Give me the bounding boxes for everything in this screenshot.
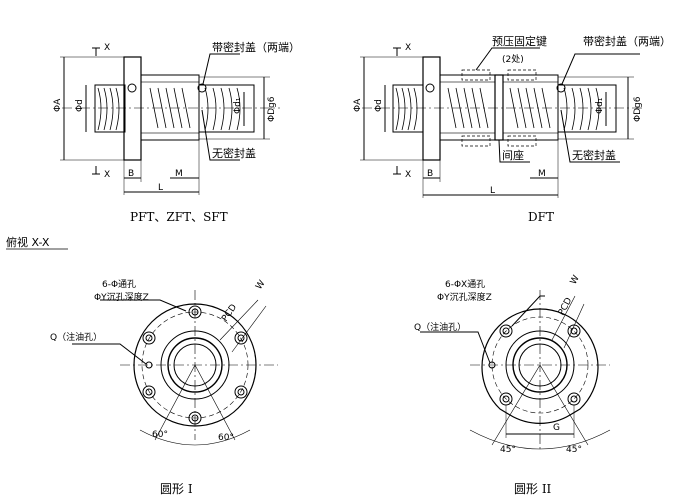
- dim-phid1: Φd₁: [233, 97, 243, 114]
- single-nut-drawing: [60, 47, 280, 195]
- caption-double-nut: DFT: [528, 210, 554, 224]
- section-x-top-dft: X: [405, 43, 411, 53]
- dim-B-dft: B: [427, 169, 433, 179]
- angle-right-label: 60°: [218, 433, 234, 443]
- no-seal-label-dft: 无密封盖: [572, 148, 616, 162]
- dim-G-label: G: [553, 423, 560, 433]
- seal-both-label: 带密封盖（两端）: [212, 40, 300, 54]
- dim-phiDg6: ΦDg6: [267, 96, 277, 122]
- holes-label-2-line1: 6-ΦX通孔: [445, 279, 485, 290]
- dim-phiA: ΦA: [53, 98, 63, 112]
- dim-L-dft: L: [490, 186, 495, 196]
- dim-phid-dft: Φd: [374, 99, 384, 112]
- bolt-holes-1: [142, 305, 248, 425]
- nut-thread-hatch: [149, 87, 191, 129]
- angle-left-label: 60°: [152, 430, 168, 440]
- flange-type-1-drawing: [72, 290, 278, 446]
- double-nut-drawing: [360, 47, 645, 198]
- section-x-top: X: [104, 43, 110, 53]
- w-label: W: [254, 279, 267, 292]
- pcd-label-2: PCD: [557, 296, 575, 317]
- no-seal-label: 无密封盖: [212, 146, 256, 160]
- angle-right-label-2: 45°: [566, 445, 582, 455]
- section-x-bottom-dft: X: [405, 170, 411, 180]
- oil-hole-label: Q（注油孔）: [50, 331, 102, 343]
- spacer-label: 间座: [502, 148, 524, 162]
- view-title: 俯视 X-X: [6, 235, 50, 249]
- dim-phid: Φd: [75, 99, 85, 112]
- seal-both-label-dft: 带密封盖（两端）: [583, 34, 671, 48]
- dim-phiA-dft: ΦA: [353, 98, 363, 112]
- dim-phiDg6-dft: ΦDg6: [633, 96, 643, 122]
- holes-label-line2: ΦY沉孔深度Z: [94, 291, 149, 303]
- preload-key-label: 预压固定键: [492, 34, 547, 48]
- dim-B: B: [128, 169, 134, 179]
- holes-label-2-line2: ΦY沉孔深度Z: [437, 291, 492, 303]
- preload-key-count: (2处): [502, 53, 524, 65]
- angle-left-label-2: 45°: [500, 445, 516, 455]
- right-thread-hatch: [204, 87, 241, 131]
- dim-M-dft: M: [538, 169, 546, 179]
- dim-L: L: [158, 183, 163, 193]
- caption-flange-1: 圆形 I: [160, 482, 193, 496]
- oil-hole-2: [488, 361, 496, 369]
- caption-single-nut: PFT、ZFT、SFT: [130, 210, 228, 224]
- dim-M: M: [175, 169, 183, 179]
- holes-label-line1: 6-Φ通孔: [102, 279, 136, 290]
- section-x-bottom: X: [104, 170, 110, 180]
- w-label-2: W: [569, 274, 582, 287]
- left-thread-hatch: [97, 87, 120, 131]
- bolt-holes-2: [499, 324, 581, 406]
- dim-phid1-dft: Φd₁: [595, 97, 605, 114]
- oil-hole-1: [145, 361, 153, 369]
- flange-type-2-drawing: [420, 290, 611, 450]
- oil-hole-label-2: Q（注油孔）: [414, 321, 466, 333]
- caption-flange-2: 圆形 II: [514, 482, 552, 496]
